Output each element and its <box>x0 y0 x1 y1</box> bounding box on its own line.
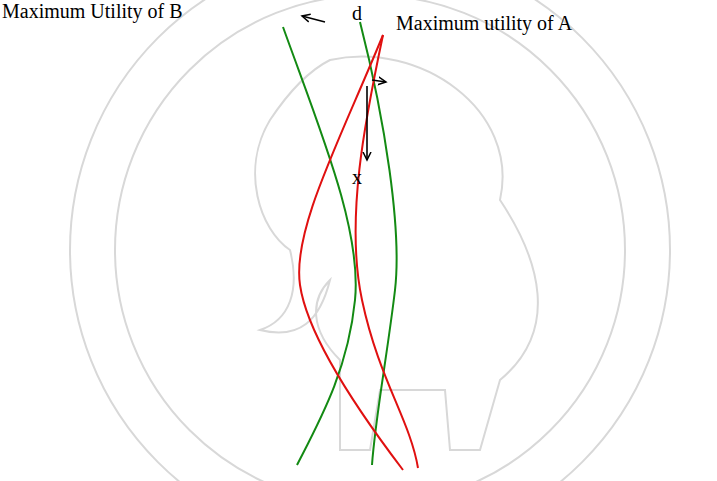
axis-label: Maximum utility of A <box>396 12 572 34</box>
indifference-curve-a <box>299 35 403 470</box>
watermark <box>70 0 670 481</box>
indifference-curve-b <box>360 22 397 465</box>
indifference-curve-a <box>356 35 418 468</box>
point-label: x <box>352 166 362 188</box>
direction-arrow <box>366 86 368 160</box>
direction-arrow <box>372 80 386 82</box>
direction-arrow <box>302 16 325 22</box>
point-label: d <box>352 2 362 24</box>
axis-label: Maximum Utility of B <box>2 0 183 22</box>
indifference-curve-b <box>283 27 356 465</box>
